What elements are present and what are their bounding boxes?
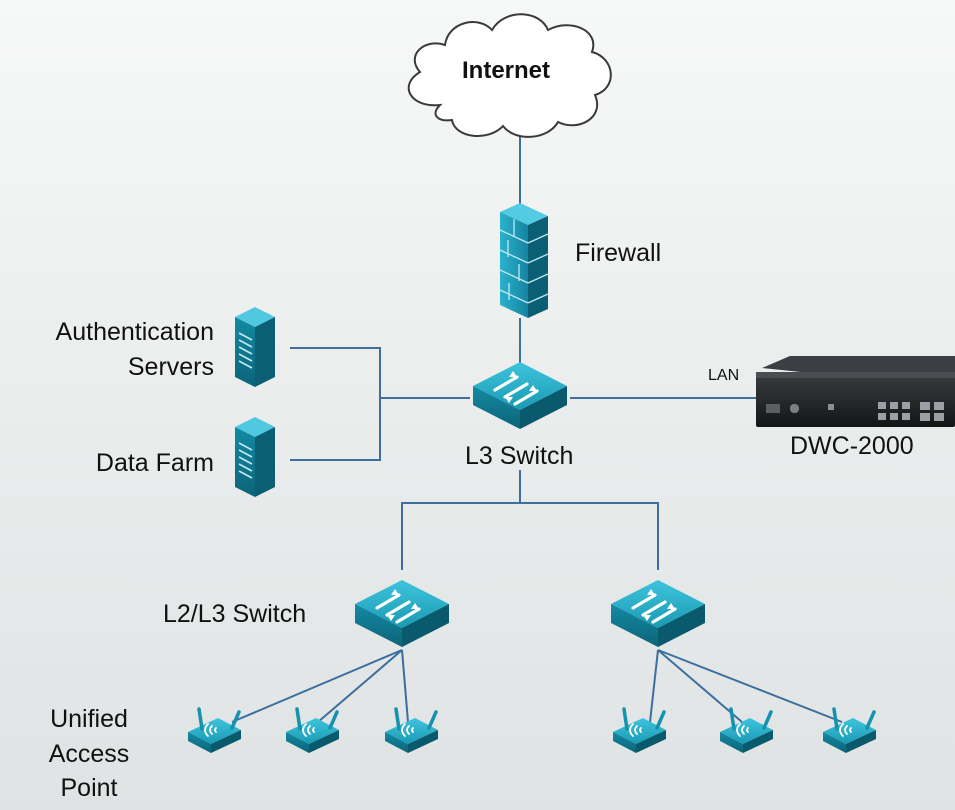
l2l3-switch-label: L2/L3 Switch bbox=[163, 600, 307, 628]
link-left-ap2 bbox=[317, 649, 403, 723]
l2l3-switch-icon-left bbox=[353, 578, 451, 649]
access-point-icon-2 bbox=[284, 707, 341, 755]
l3-switch-label: L3 Switch bbox=[465, 442, 574, 470]
access-point-label: Unified Access Point bbox=[48, 705, 130, 802]
controller-label: DWC-2000 bbox=[790, 432, 914, 460]
link-left-ap1 bbox=[231, 649, 403, 723]
link-right-ap2 bbox=[657, 649, 743, 723]
server-icon-datafarm bbox=[234, 416, 276, 498]
wireless-controller-icon bbox=[756, 356, 955, 427]
link-auth-server bbox=[290, 347, 470, 399]
access-point-icon-3 bbox=[383, 707, 440, 755]
link-right-ap3 bbox=[657, 649, 843, 723]
access-point-icon-5 bbox=[718, 707, 775, 755]
l3-switch-icon bbox=[471, 360, 569, 431]
internet-label: Internet bbox=[462, 57, 551, 84]
data-farm-label: Data Farm bbox=[95, 449, 214, 477]
link-split bbox=[401, 502, 659, 570]
firewall-label: Firewall bbox=[575, 239, 662, 267]
access-point-icon-4 bbox=[611, 707, 668, 755]
lan-label: LAN bbox=[708, 367, 740, 384]
links bbox=[231, 135, 843, 723]
access-point-icon-6 bbox=[821, 707, 878, 755]
link-datafarm bbox=[290, 398, 381, 461]
firewall-icon bbox=[499, 203, 549, 318]
cloud-icon bbox=[407, 13, 612, 138]
auth-servers-label: Authentication Servers bbox=[55, 318, 214, 381]
link-right-ap1 bbox=[649, 649, 659, 723]
server-icon-auth bbox=[234, 306, 276, 388]
access-point-icon-1 bbox=[186, 707, 243, 755]
l2l3-switch-icon-right bbox=[609, 578, 707, 649]
link-left-ap3 bbox=[401, 649, 409, 723]
